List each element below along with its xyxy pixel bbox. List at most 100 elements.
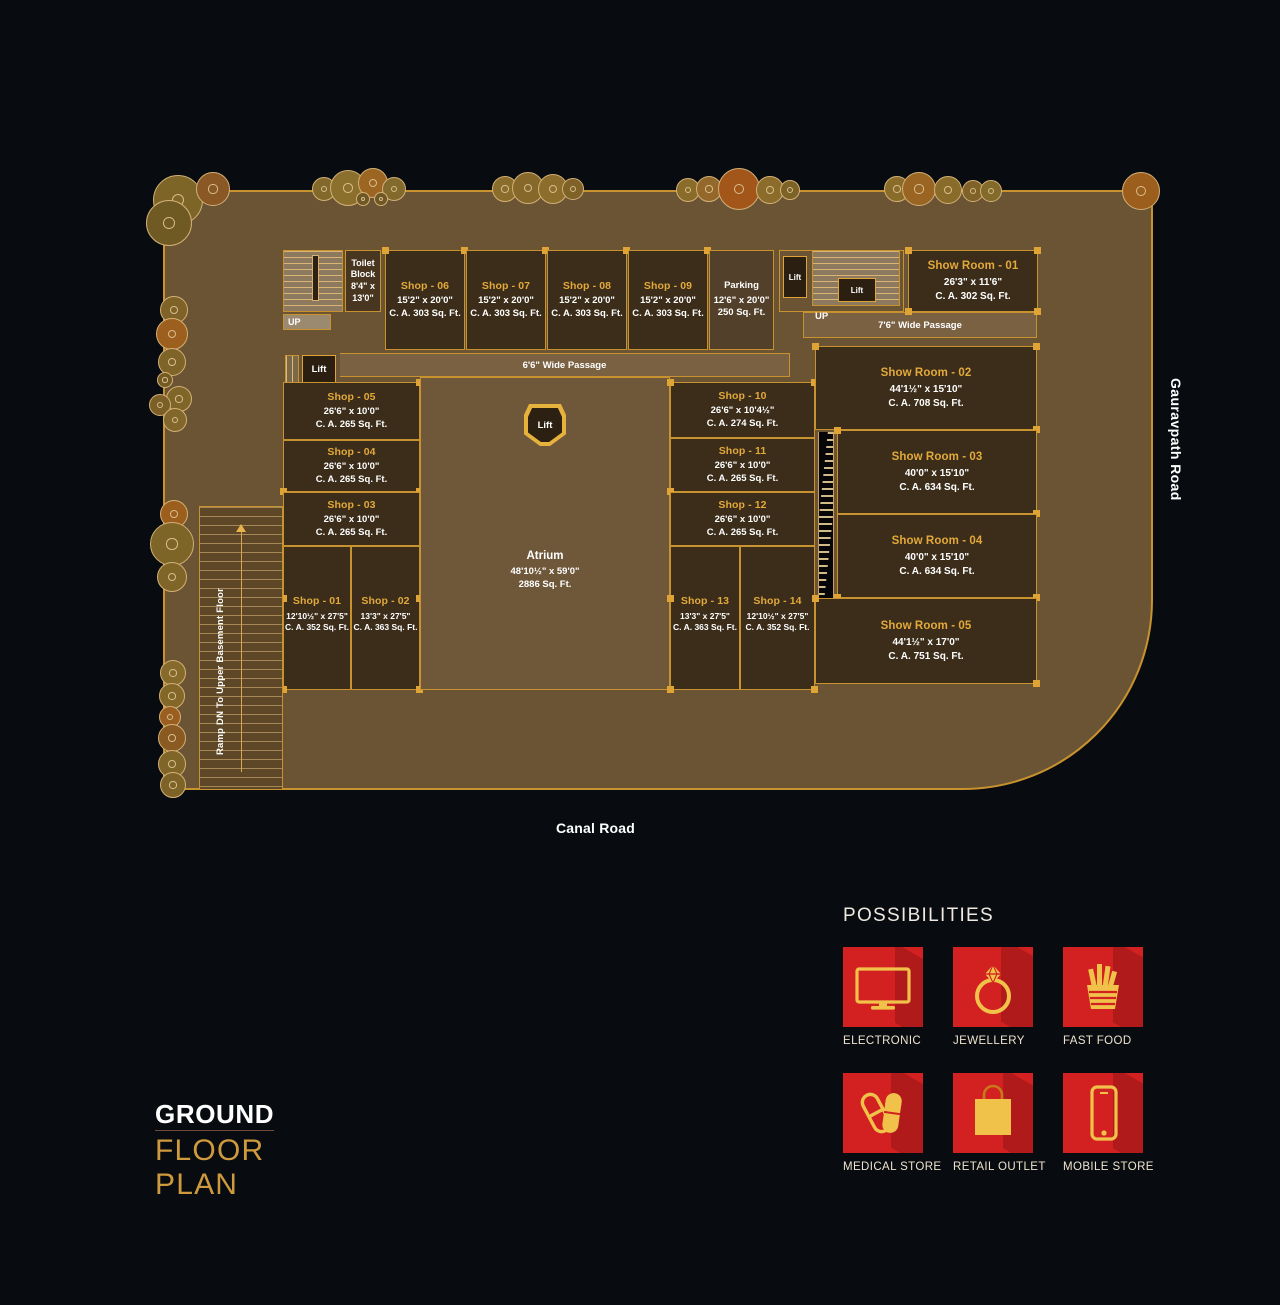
unit-shop-04[interactable]: Shop - 04 26'6" x 10'0" C. A. 265 Sq. Ft… <box>280 440 423 495</box>
unit-area: C. A. 303 Sq. Ft. <box>470 307 542 319</box>
corner-nub <box>1034 308 1041 315</box>
lift-label-center: Lift <box>537 419 553 431</box>
unit-name: Shop - 09 <box>643 279 693 292</box>
corner-nub <box>812 595 819 602</box>
unit-area: C. A. 352 Sq. Ft. <box>745 622 810 633</box>
possibility-tile[interactable] <box>843 1073 923 1153</box>
unit-name: Shop - 08 <box>562 279 612 292</box>
shopping-bag-icon <box>975 1084 1011 1135</box>
possibility-tile[interactable] <box>1063 947 1143 1027</box>
parking-dimensions: 12'6" x 20'0" <box>713 294 770 306</box>
corner-nub <box>704 247 711 254</box>
ramp-label: Ramp DN To Upper Basement Floor <box>215 588 226 756</box>
unit-dimensions: 26'6" x 10'0" <box>323 461 380 473</box>
unit-showroom-02[interactable]: Show Room - 02 44'1½" x 15'10" C. A. 708… <box>812 343 1040 433</box>
unit-area: C. A. 751 Sq. Ft. <box>888 650 964 662</box>
atrium-name: Atrium <box>526 550 564 562</box>
unit-shop-10[interactable]: Shop - 10 26'6" x 10'4½" C. A. 274 Sq. F… <box>667 379 818 438</box>
possibility-retail-outlet[interactable]: RETAIL OUTLET <box>953 1073 1063 1173</box>
possibility-electronic[interactable]: ELECTRONIC <box>843 947 953 1047</box>
tree-icon <box>158 724 186 752</box>
possibilities-grid: ELECTRONIC JEWELLERY <box>843 947 1183 1173</box>
corner-nub <box>1033 594 1040 601</box>
tree-icon <box>374 192 388 206</box>
tree-icon <box>718 168 760 210</box>
stair-treads <box>286 356 298 382</box>
service-shaft <box>818 432 834 600</box>
possibility-tile[interactable] <box>953 1073 1033 1153</box>
toilet-block-dim: 8'4" x 13'0" <box>351 281 375 303</box>
tree-icon <box>196 172 230 206</box>
unit-dimensions: 12'10½" x 27'5" <box>286 610 348 621</box>
possibilities-heading: POSSIBILITIES <box>843 905 995 926</box>
unit-shop-11[interactable]: Shop - 11 26'6" x 10'0" C. A. 265 Sq. Ft… <box>667 438 815 495</box>
corner-nub <box>1033 343 1040 350</box>
unit-showroom-04[interactable]: Show Room - 04 40'0" x 15'10" C. A. 634 … <box>834 514 1040 601</box>
tree-icon <box>156 318 188 350</box>
unit-dimensions: 26'6" x 10'0" <box>714 514 771 526</box>
road-label-canal: Canal Road <box>556 820 636 836</box>
unit-dimensions: 13'3" x 27'5" <box>360 610 411 621</box>
unit-showroom-05[interactable]: Show Room - 05 44'1½" x 17'0" C. A. 751 … <box>812 595 1040 687</box>
possibility-tile[interactable] <box>953 947 1033 1027</box>
tree-icon <box>157 372 173 388</box>
unit-area: C. A. 265 Sq. Ft. <box>706 526 779 538</box>
tree-icon <box>146 200 192 246</box>
corner-nub <box>416 595 423 602</box>
unit-shop-12[interactable]: Shop - 12 26'6" x 10'0" C. A. 265 Sq. Ft… <box>670 492 815 546</box>
unit-showroom-03[interactable]: Show Room - 03 40'0" x 15'10" C. A. 634 … <box>834 427 1040 517</box>
up-label-left: UP <box>288 317 301 327</box>
unit-area: C. A. 363 Sq. Ft. <box>673 622 737 633</box>
corner-nub <box>1034 247 1041 254</box>
unit-area: C. A. 265 Sq. Ft. <box>315 473 388 485</box>
possibility-label: RETAIL OUTLET <box>953 1161 1046 1173</box>
possibility-label: MOBILE STORE <box>1063 1161 1154 1173</box>
title-block: GROUND FLOOR PLAN <box>155 1100 275 1201</box>
unit-name: Shop - 10 <box>718 389 767 402</box>
unit-area: C. A. 265 Sq. Ft. <box>315 526 388 538</box>
ramp-arrow-icon <box>236 523 246 532</box>
tree-icon <box>163 408 187 432</box>
unit-shop-14[interactable]: Shop - 14 12'10½" x 27'5" C. A. 352 Sq. … <box>740 546 818 693</box>
title-line-plan: PLAN <box>155 1167 239 1201</box>
unit-shop-05[interactable]: Shop - 05 26'6" x 10'0" C. A. 265 Sq. Ft… <box>283 379 423 440</box>
possibilities-section: POSSIBILITIES ELECTRONIC <box>843 905 1183 1173</box>
unit-shop-01[interactable]: Shop - 01 12'10½" x 27'5" C. A. 352 Sq. … <box>280 546 351 693</box>
unit-parking[interactable]: Parking 12'6" x 20'0" 250 Sq. Ft. <box>709 250 774 350</box>
unit-showroom-01[interactable]: Show Room - 01 26'3" x 11'6" C. A. 302 S… <box>905 247 1041 315</box>
possibility-tile[interactable] <box>1063 1073 1143 1153</box>
unit-shop-09[interactable]: Shop - 09 15'2" x 20'0" C. A. 303 Sq. Ft… <box>628 247 711 350</box>
tree-icon <box>676 178 700 202</box>
tree-icon <box>159 683 185 709</box>
smartphone-icon <box>1090 1085 1118 1141</box>
corner-nub <box>667 686 674 693</box>
pills-icon <box>860 1092 902 1134</box>
tree-icon <box>780 180 800 200</box>
unit-area: C. A. 634 Sq. Ft. <box>899 481 975 493</box>
unit-name: Shop - 07 <box>481 279 531 292</box>
up-indicator-left: UP <box>283 314 331 330</box>
lower-passage-label: 6'6" Wide Passage <box>522 359 607 371</box>
possibility-medical-store[interactable]: MEDICAL STORE <box>843 1073 953 1173</box>
unit-shop-07[interactable]: Shop - 07 15'2" x 20'0" C. A. 303 Sq. Ft… <box>466 247 549 350</box>
unit-name: Shop - 06 <box>400 279 450 292</box>
unit-shop-08[interactable]: Shop - 08 15'2" x 20'0" C. A. 303 Sq. Ft… <box>547 247 630 350</box>
up-label-right: UP <box>815 311 829 322</box>
possibility-fast-food[interactable]: FAST FOOD <box>1063 947 1173 1047</box>
unit-name: Shop - 04 <box>327 445 376 458</box>
unit-shop-13[interactable]: Shop - 13 13'3" x 27'5" C. A. 363 Sq. Ft… <box>667 546 740 693</box>
unit-shop-02[interactable]: Shop - 02 13'3" x 27'5" C. A. 363 Sq. Ft… <box>351 546 423 693</box>
unit-area: C. A. 363 Sq. Ft. <box>353 622 418 633</box>
upper-passage: 7'6" Wide Passage <box>803 312 1037 338</box>
tree-icon <box>157 562 187 592</box>
unit-name: Shop - 01 <box>292 595 342 607</box>
possibility-mobile-store[interactable]: MOBILE STORE <box>1063 1073 1173 1173</box>
unit-dimensions: 12'10½" x 27'5" <box>746 610 809 621</box>
unit-dimensions: 13'3" x 27'5" <box>680 610 730 621</box>
possibility-tile[interactable] <box>843 947 923 1027</box>
unit-shop-06[interactable]: Shop - 06 15'2" x 20'0" C. A. 303 Sq. Ft… <box>382 247 468 350</box>
tree-icon <box>934 176 962 204</box>
possibility-jewellery[interactable]: JEWELLERY <box>953 947 1063 1047</box>
corner-nub <box>542 247 549 254</box>
unit-shop-03[interactable]: Shop - 03 26'6" x 10'0" C. A. 265 Sq. Ft… <box>283 492 420 546</box>
